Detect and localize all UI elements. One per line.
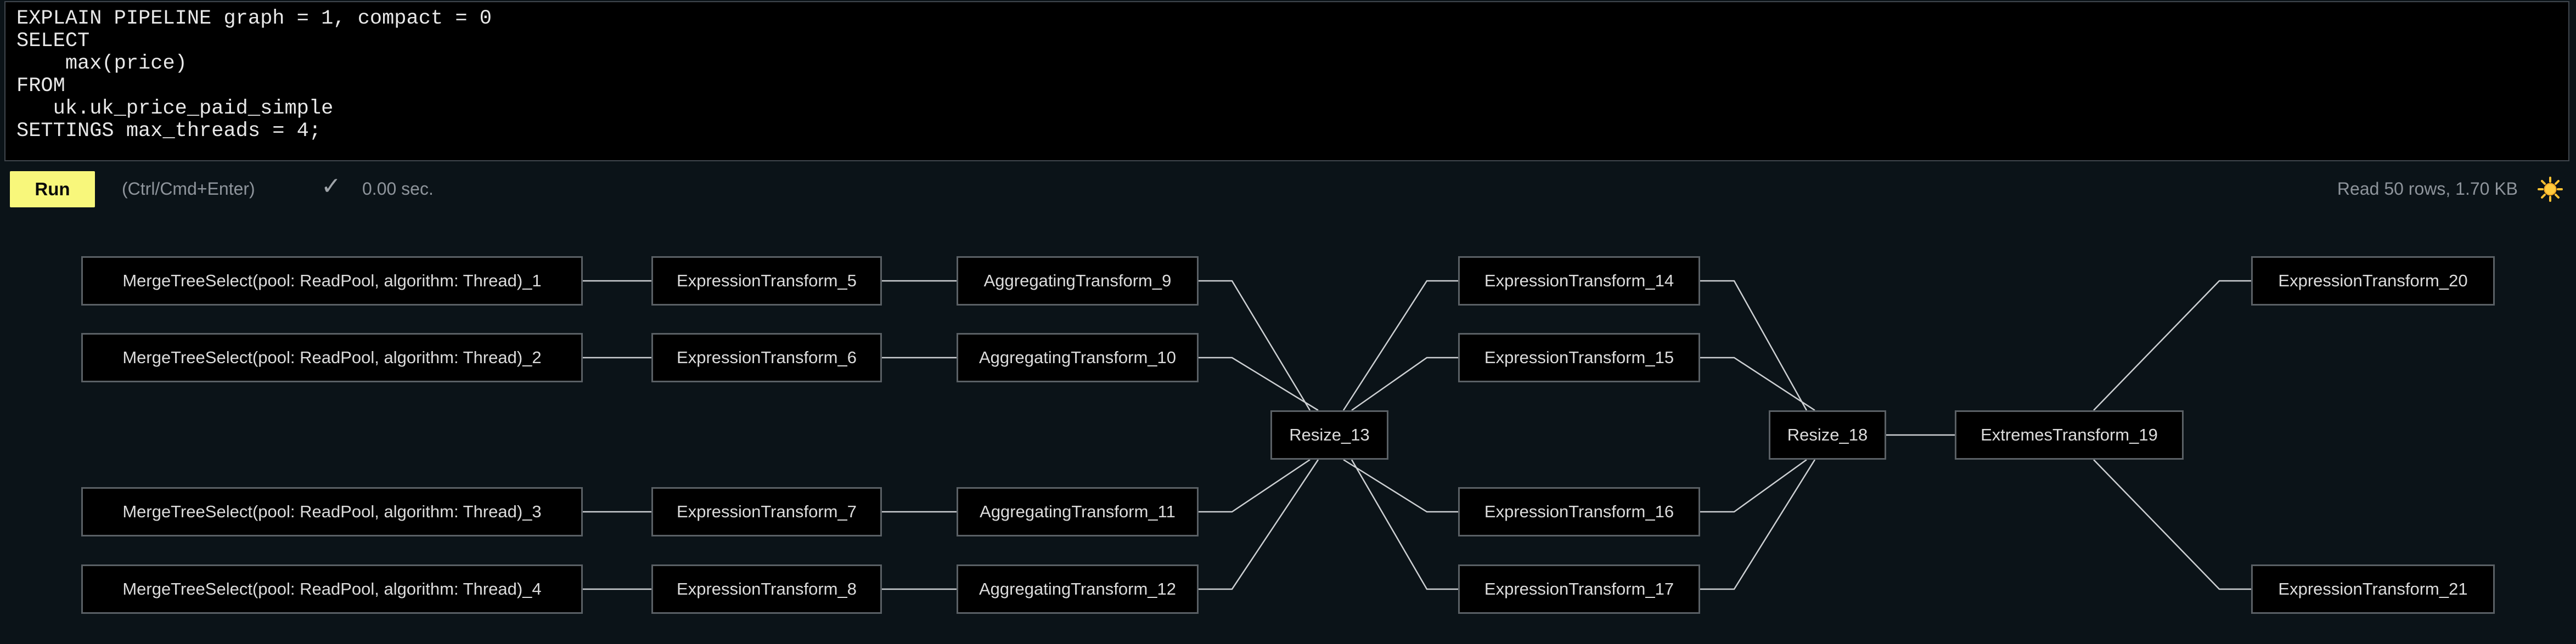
pipeline-edge <box>1199 459 1311 513</box>
pipeline-edge <box>1199 357 1319 411</box>
pipeline-edge <box>1351 459 1458 590</box>
pipeline-edge <box>1700 357 1815 411</box>
run-button[interactable]: Run <box>10 171 95 207</box>
pipeline-edge <box>1700 459 1807 513</box>
read-stats: Read 50 rows, 1.70 KB <box>2337 179 2518 199</box>
pipeline-edge <box>1343 459 1458 513</box>
pipeline-node-resize-13: Resize_13 <box>1270 410 1388 460</box>
elapsed-time: 0.00 sec. <box>362 179 434 199</box>
pipeline-node-aggregatingtransform-9: AggregatingTransform_9 <box>957 256 1199 306</box>
pipeline-node-expressiontransform-21: ExpressionTransform_21 <box>2251 564 2495 614</box>
pipeline-node-aggregatingtransform-12: AggregatingTransform_12 <box>957 564 1199 614</box>
pipeline-edge <box>1700 459 1816 590</box>
pipeline-edge <box>1700 280 1808 411</box>
pipeline-edge <box>1342 280 1458 411</box>
pipeline-node-expressiontransform-5: ExpressionTransform_5 <box>651 256 882 306</box>
pipeline-node-expressiontransform-20: ExpressionTransform_20 <box>2251 256 2495 306</box>
pipeline-node-extremestransform-19: ExtremesTransform_19 <box>1955 410 2184 460</box>
pipeline-node-expressiontransform-15: ExpressionTransform_15 <box>1458 333 1700 382</box>
pipeline-edge <box>1199 459 1319 590</box>
shortcut-hint: (Ctrl/Cmd+Enter) <box>122 179 255 199</box>
sun-icon <box>2538 177 2563 202</box>
theme-toggle-sun-icon[interactable] <box>2538 177 2563 202</box>
pipeline-node-expressiontransform-16: ExpressionTransform_16 <box>1458 487 1700 536</box>
pipeline-node-expressiontransform-17: ExpressionTransform_17 <box>1458 564 1700 614</box>
pipeline-node-expressiontransform-8: ExpressionTransform_8 <box>651 564 882 614</box>
pipeline-node-resize-18: Resize_18 <box>1769 410 1886 460</box>
pipeline-edge <box>1351 357 1458 411</box>
pipeline-edge <box>1199 280 1311 411</box>
pipeline-node-aggregatingtransform-10: AggregatingTransform_10 <box>957 333 1199 382</box>
pipeline-node-mergetreeselect-1: MergeTreeSelect(pool: ReadPool, algorith… <box>81 256 583 306</box>
pipeline-edge <box>2093 280 2251 411</box>
pipeline-node-expressiontransform-14: ExpressionTransform_14 <box>1458 256 1700 306</box>
query-editor[interactable]: EXPLAIN PIPELINE graph = 1, compact = 0 … <box>4 1 2569 161</box>
pipeline-node-mergetreeselect-3: MergeTreeSelect(pool: ReadPool, algorith… <box>81 487 583 536</box>
pipeline-node-mergetreeselect-4: MergeTreeSelect(pool: ReadPool, algorith… <box>81 564 583 614</box>
pipeline-node-aggregatingtransform-11: AggregatingTransform_11 <box>957 487 1199 536</box>
pipeline-edge <box>2093 459 2251 590</box>
pipeline-node-expressiontransform-6: ExpressionTransform_6 <box>651 333 882 382</box>
query-text[interactable]: EXPLAIN PIPELINE graph = 1, compact = 0 … <box>16 7 492 143</box>
success-check-icon: ✓ <box>321 173 341 200</box>
pipeline-node-mergetreeselect-2: MergeTreeSelect(pool: ReadPool, algorith… <box>81 333 583 382</box>
pipeline-node-expressiontransform-7: ExpressionTransform_7 <box>651 487 882 536</box>
